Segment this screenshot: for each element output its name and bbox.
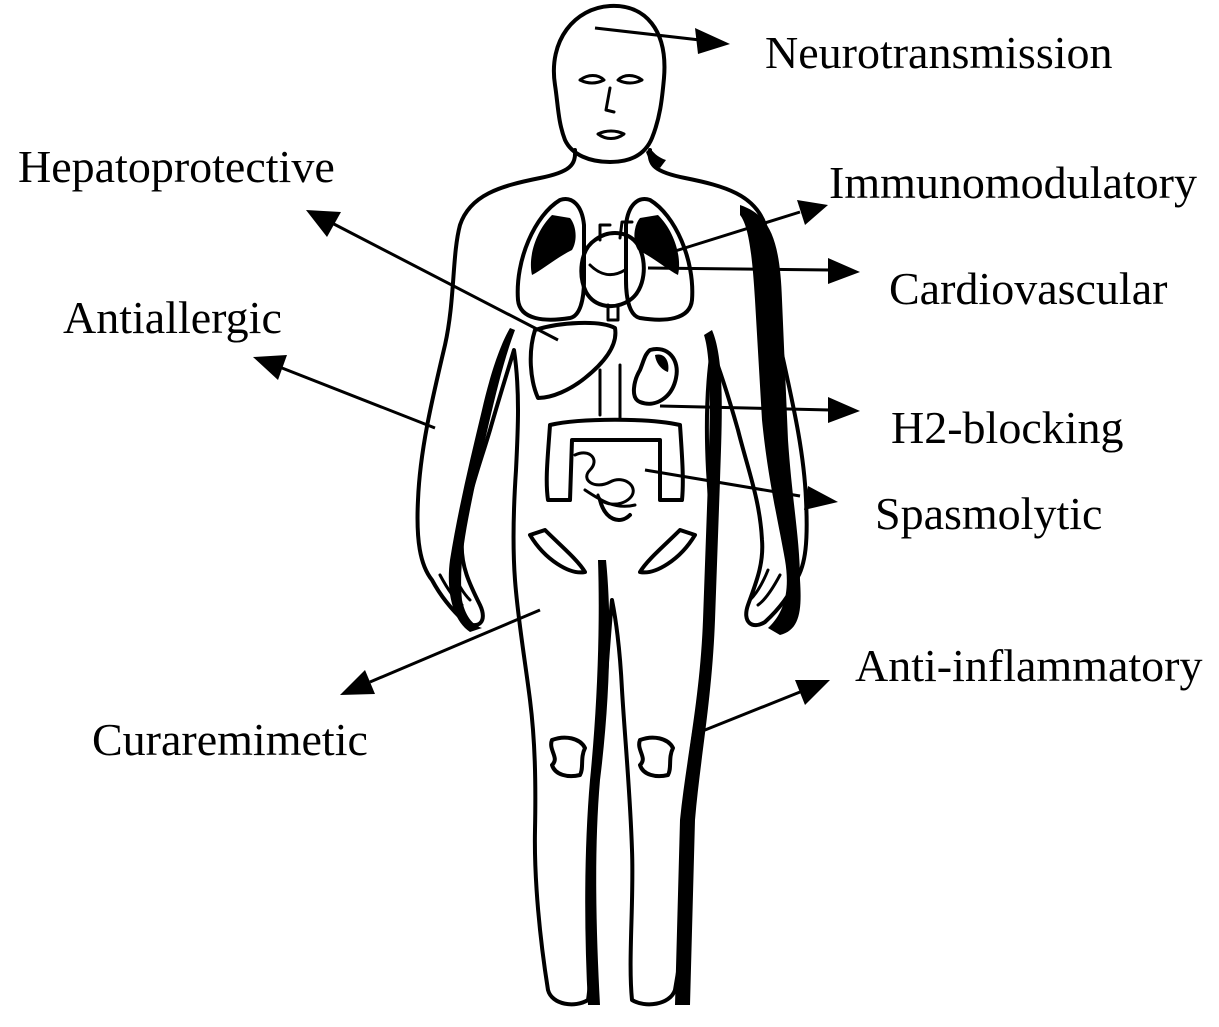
label-antiallergic: Antiallergic [63, 295, 282, 341]
arrow-spasmolytic [645, 470, 838, 510]
large-intestine [547, 420, 683, 500]
mouth [598, 131, 624, 139]
spine-upper [600, 365, 620, 420]
label-neurotransmission: Neurotransmission [765, 30, 1113, 76]
left-knee [551, 738, 585, 776]
label-hepatoprotective: Hepatoprotective [18, 144, 335, 190]
small-intestine [575, 453, 635, 506]
right-hip-bone [640, 530, 695, 572]
stomach [634, 349, 677, 404]
heart [581, 233, 643, 306]
liver [531, 323, 616, 398]
label-spasmolytic: Spasmolytic [875, 491, 1102, 537]
arrow-antiallergic [253, 355, 435, 428]
label-anti-inflammatory: Anti-inflammatory [855, 643, 1202, 689]
label-cardiovascular: Cardiovascular [889, 266, 1167, 312]
right-eye [618, 76, 642, 84]
left-hip-bone [530, 530, 585, 572]
kidney [655, 354, 668, 372]
label-h2-blocking: H2-blocking [891, 405, 1124, 451]
arrow-curaremimetic [340, 610, 540, 695]
label-curaremimetic: Curaremimetic [92, 717, 368, 763]
arrow-anti-inflammatory [700, 680, 830, 732]
leg-shadow-inner [585, 560, 609, 1005]
right-knee [639, 738, 673, 776]
label-immunomodulatory: Immunomodulatory [829, 160, 1197, 206]
nose [606, 88, 614, 112]
left-eye [580, 76, 604, 84]
body-outline [418, 150, 807, 1004]
arrow-h2-blocking [660, 397, 860, 423]
